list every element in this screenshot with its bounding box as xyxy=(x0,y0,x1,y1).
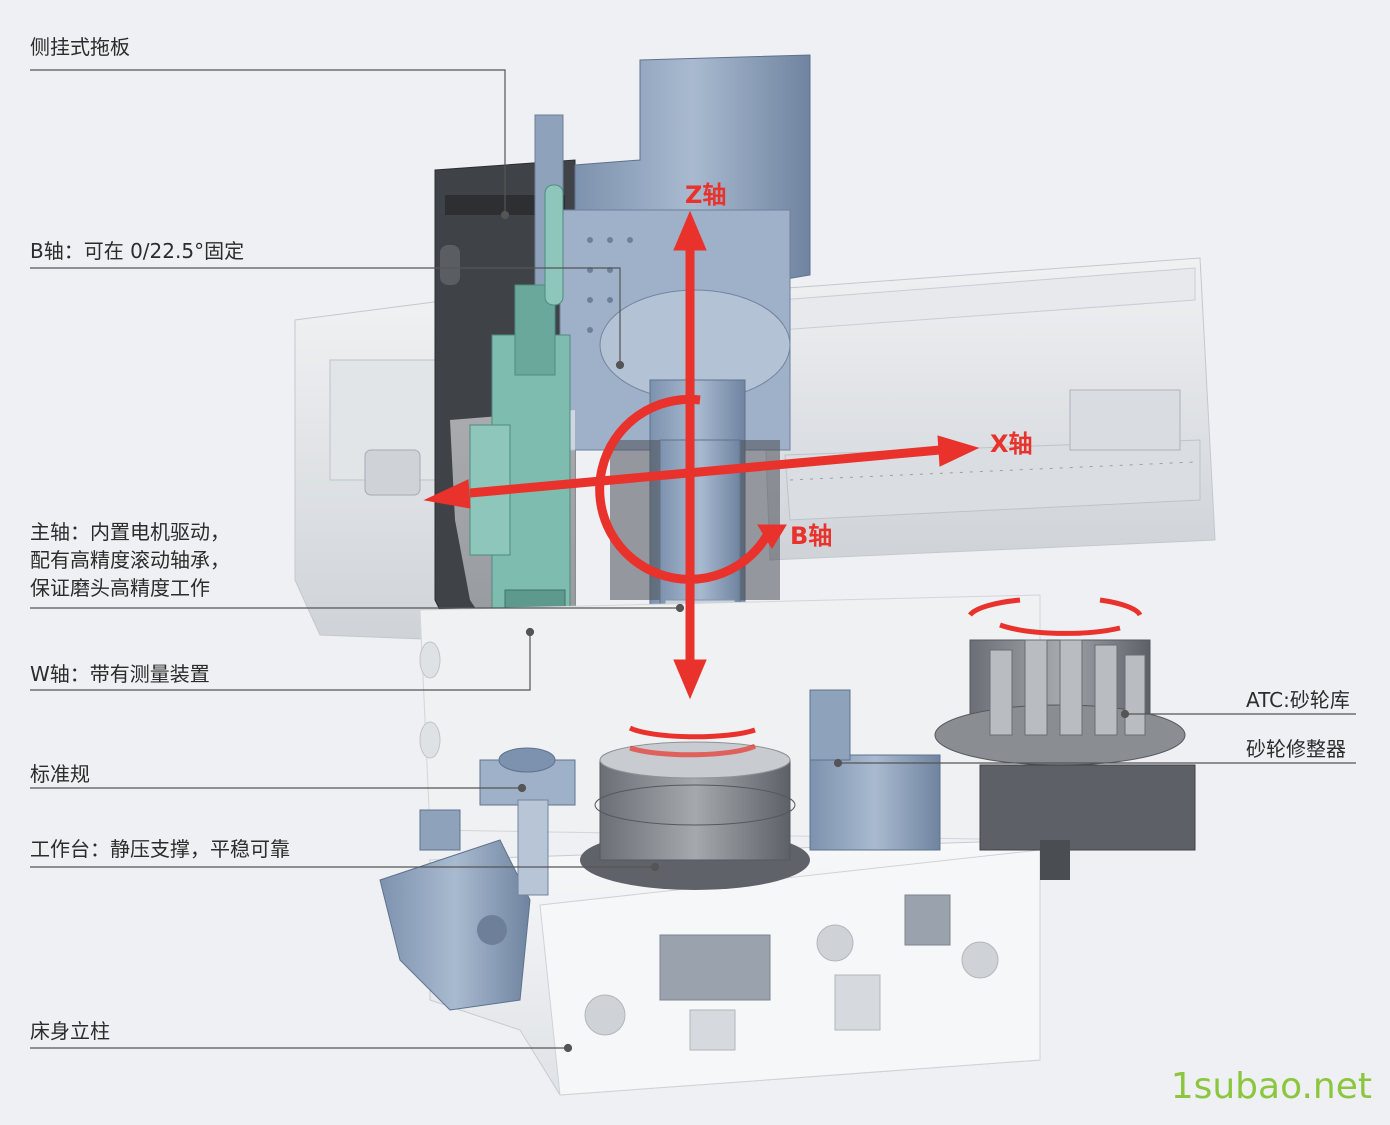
atc-rotation-arc-bottom xyxy=(999,622,1121,636)
leader-dot-side-carriage xyxy=(500,210,510,220)
x-arrow-right-head xyxy=(937,435,980,467)
x-axis-line xyxy=(469,445,941,498)
label-spindle: 主轴：内置电机驱动， 配有高精度滚动轴承， 保证磨头高精度工作 xyxy=(30,520,230,600)
label-b-axis: B轴：可在 0/22.5°固定 xyxy=(30,239,245,263)
x-rail-beam xyxy=(759,257,1216,561)
atc-magazine xyxy=(934,639,1196,880)
standard-gauge-part xyxy=(479,747,576,896)
leader-dot-worktable xyxy=(650,862,660,872)
b-axis-label: B轴 xyxy=(790,522,833,550)
leader-dot-b-axis xyxy=(615,360,625,370)
leader-dot-spindle xyxy=(675,603,685,613)
watermark: 1subao.net xyxy=(1170,1066,1372,1107)
hydraulic-unit xyxy=(379,809,531,1011)
label-worktable: 工作台：静压支撑，平稳可靠 xyxy=(30,837,290,861)
leader-dot-bed-column xyxy=(563,1043,573,1053)
z-arrow-up-head xyxy=(673,210,707,251)
label-w-axis: W轴：带有测量装置 xyxy=(30,662,210,686)
leader-side-carriage xyxy=(30,69,506,215)
left-rail-beam xyxy=(294,299,451,641)
x-arrow-left-head xyxy=(423,479,471,509)
leader-w-axis xyxy=(30,632,531,691)
table-rotation-arc-1 xyxy=(628,725,756,740)
z-arrow-down-head xyxy=(673,659,707,700)
rotary-worktable xyxy=(580,741,810,890)
axis-arrows xyxy=(423,210,1143,758)
leader-dot-atc xyxy=(1120,709,1130,719)
leader-dot-gauge xyxy=(517,783,527,793)
leader-b-axis xyxy=(30,267,621,365)
x-axis-label: X轴 xyxy=(990,430,1033,458)
label-side-carriage: 侧挂式拖板 xyxy=(30,35,130,59)
label-bed-column: 床身立柱 xyxy=(30,1019,110,1043)
side-carriage xyxy=(450,184,575,646)
wheel-dresser-part xyxy=(809,689,941,851)
z-axis-label: Z轴 xyxy=(685,181,727,209)
leader-lines xyxy=(30,69,1356,1053)
label-dresser: 砂轮修整器 xyxy=(1246,737,1346,761)
b-axis-arc xyxy=(595,394,775,584)
b-arrow-head xyxy=(757,524,787,549)
label-gauge: 标准规 xyxy=(30,762,90,786)
atc-rotation-arc-right xyxy=(1099,597,1143,617)
leader-dot-w-axis xyxy=(525,627,535,637)
leader-dot-dresser xyxy=(833,758,843,768)
label-atc: ATC:砂轮库 xyxy=(1246,688,1350,712)
atc-rotation-arc-left xyxy=(967,597,1021,617)
table-rotation-arc-2 xyxy=(629,743,757,758)
spindle-head xyxy=(559,54,811,641)
